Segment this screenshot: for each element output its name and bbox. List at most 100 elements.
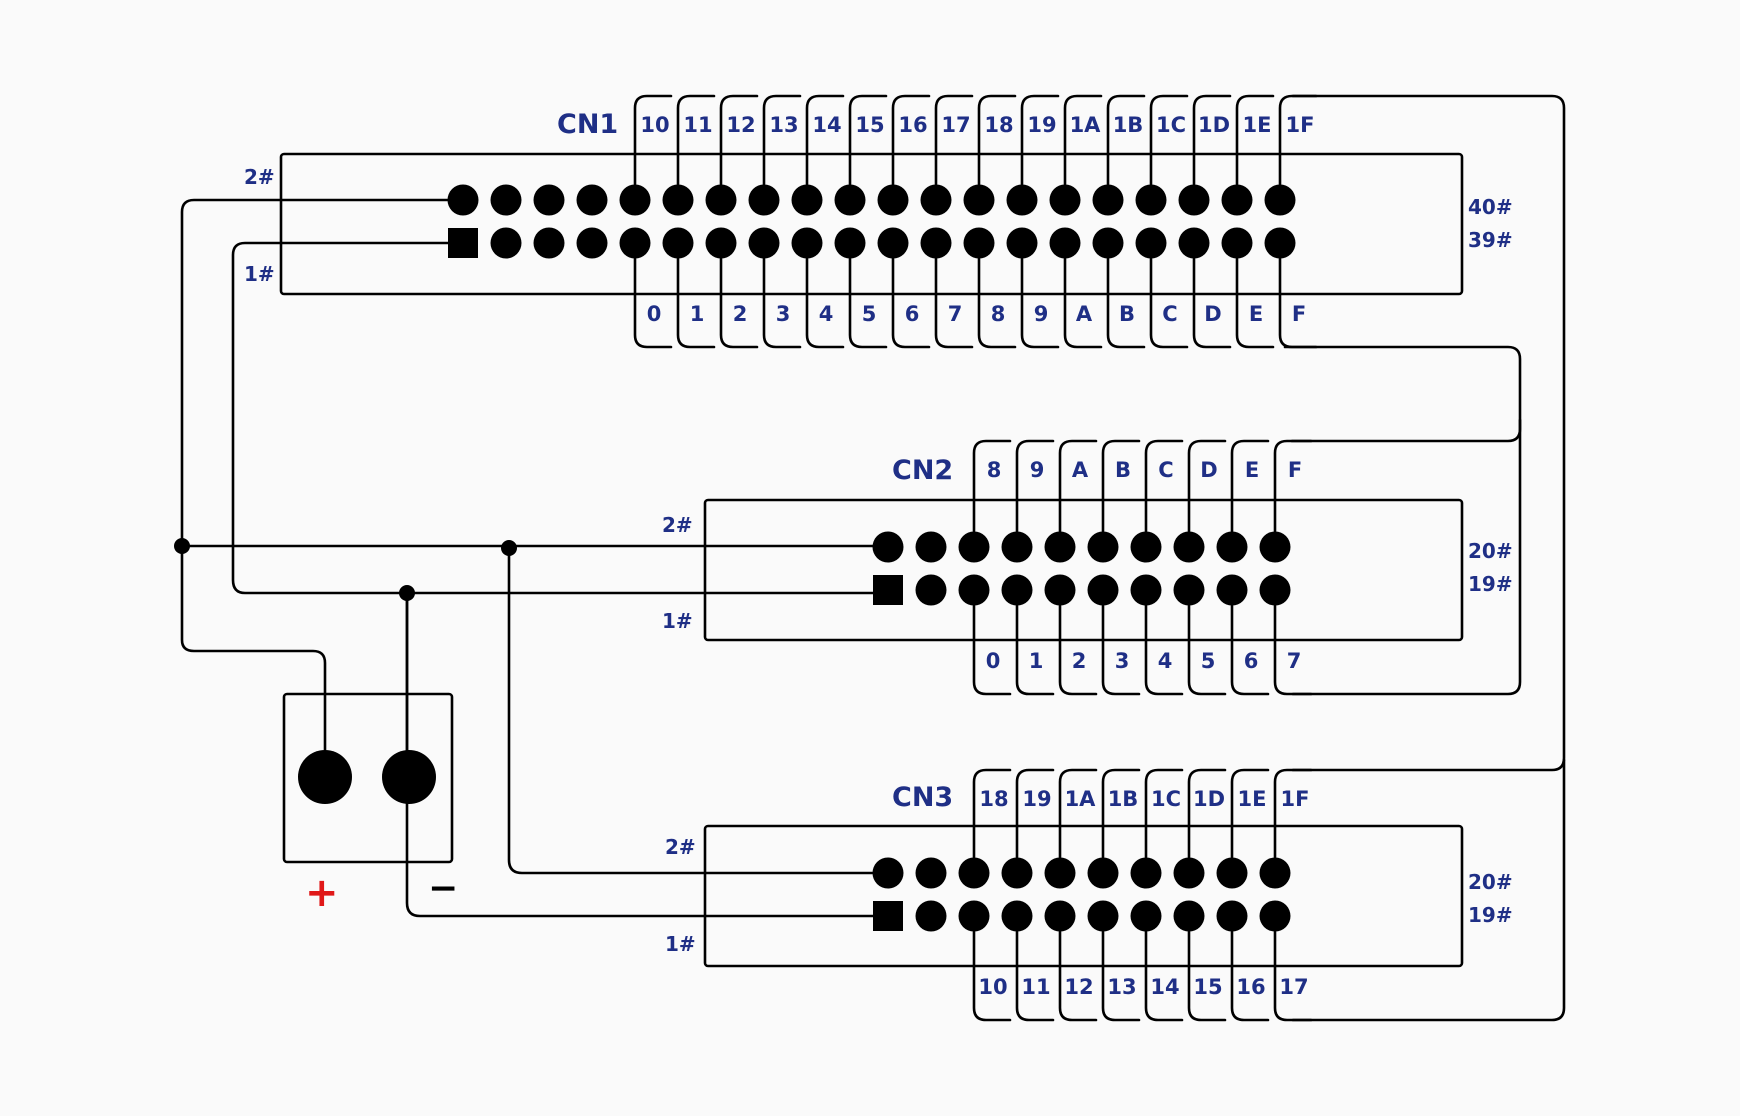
cn2-bottom-label: 2	[1072, 649, 1087, 673]
junction-dot	[501, 540, 517, 556]
wire-cn1-pin2	[180, 198, 465, 779]
cn2-pin20-label: 20#	[1468, 539, 1513, 563]
cn1-top-label: 19	[1027, 113, 1056, 137]
cn2-top-label: C	[1158, 458, 1173, 482]
cn1-top-wire-15	[848, 94, 888, 202]
cn1-top-label: 1F	[1286, 113, 1315, 137]
cn2-bottom-label: 3	[1115, 649, 1130, 673]
cn2-bottom-wire-4	[1144, 588, 1184, 696]
cn3-bottom-label: 11	[1021, 975, 1050, 999]
cn1-bottom-wire-6	[891, 241, 931, 349]
cn3-bottom-label: 13	[1107, 975, 1136, 999]
cn3-top-label: 1E	[1238, 787, 1267, 811]
cn1-top-wire-10	[633, 94, 673, 202]
loop-wires	[1283, 94, 1566, 1022]
cn1-bottom-wire-F	[1278, 241, 1318, 349]
cn1-top-wire-18	[977, 94, 1017, 202]
cn1-top-wire-16	[891, 94, 931, 202]
cn2-pin1-square	[873, 575, 903, 605]
cn1-bottom-wire-3	[762, 241, 802, 349]
cn1-top-wire-13	[762, 94, 802, 202]
cn1-body	[279, 152, 1464, 296]
cn2-bottom-wire-3	[1101, 588, 1141, 696]
cn1-bottom-wire-4	[805, 241, 845, 349]
cn1-top-wire-1D	[1192, 94, 1232, 202]
cn3-bottom-wire-16	[1230, 914, 1270, 1022]
cn1-top-label: 11	[683, 113, 712, 137]
cn1-top-label: 16	[898, 113, 927, 137]
power-wires	[180, 198, 890, 918]
cn1-top-wire-12	[719, 94, 759, 202]
cn3-pin-bottom-1	[915, 900, 947, 932]
cn3-top-label: 1F	[1281, 787, 1310, 811]
cn1-top-label: 17	[941, 113, 970, 137]
wire-cn3-bottom-loop	[1291, 758, 1566, 1022]
cn1-top-wire-1F	[1278, 94, 1318, 202]
cn1-top-label: 1C	[1156, 113, 1186, 137]
cn3-title: CN3	[892, 782, 953, 813]
cn1-bottom-wire-E	[1235, 241, 1275, 349]
cn3-bottom-wire-17	[1273, 914, 1313, 1022]
cn1-top-label: 12	[726, 113, 755, 137]
cn1-bottom-label: B	[1119, 302, 1135, 326]
cn3-bottom-wire-12	[1058, 914, 1098, 1022]
cn1-pin-top-1	[490, 184, 522, 216]
cn3-top-wire-1D	[1187, 768, 1227, 875]
wire-cn1-f-to-cn2	[1283, 345, 1522, 443]
cn1-bottom-label: A	[1076, 302, 1093, 326]
cn1-top-label: 18	[984, 113, 1013, 137]
cn2-bottom-label: 5	[1201, 649, 1216, 673]
cn1-top-label: 14	[812, 113, 841, 137]
cn3-top-wire-19	[1015, 768, 1055, 875]
cn2-bottom-label: 0	[986, 649, 1001, 673]
cn1-top-label: 15	[855, 113, 884, 137]
cn1-bottom-label: 5	[862, 302, 877, 326]
cn1-top-wire-19	[1020, 94, 1060, 202]
cn2-top-label: B	[1115, 458, 1131, 482]
cn1-title: CN1	[557, 109, 618, 140]
cn2-title: CN2	[892, 455, 953, 486]
cn3-top-wire-1A	[1058, 768, 1098, 875]
cn1-top-label: 1E	[1243, 113, 1272, 137]
cn1-bottom-label: C	[1162, 302, 1177, 326]
cn2-top-wire-8	[972, 439, 1012, 549]
cn3-bottom-label: 17	[1279, 975, 1308, 999]
cn1-bottom-label: 2	[733, 302, 748, 326]
cn3-pin1-label: 1#	[665, 932, 696, 956]
cn3-bottom-wire-15	[1187, 914, 1227, 1022]
cn2-top-label: 8	[987, 458, 1002, 482]
cn2-bottom-wire-1	[1015, 588, 1055, 696]
cn1-top-wire-1C	[1149, 94, 1189, 202]
cn2-top-wire-F	[1273, 439, 1313, 549]
cn2-bottom-label: 7	[1287, 649, 1302, 673]
cn3-bottom-wire-10	[972, 914, 1012, 1022]
power-supply	[282, 591, 454, 864]
cn3-top-label: 1A	[1065, 787, 1097, 811]
cn1-pin-top-0	[447, 184, 479, 216]
cn3-pin-top-1	[915, 857, 947, 889]
cn3-bottom-label: 10	[978, 975, 1007, 999]
cn2-bottom-wire-6	[1230, 588, 1270, 696]
cn3-top-label: 1D	[1193, 787, 1225, 811]
cn3-top-wire-1F	[1273, 768, 1313, 875]
cn2-bottom-wire-2	[1058, 588, 1098, 696]
cn2-top-label: D	[1200, 458, 1217, 482]
cn1-top-wire-17	[934, 94, 974, 202]
cn3-bottom-label: 14	[1150, 975, 1179, 999]
cn2-pin2-label: 2#	[662, 513, 693, 537]
cn3-top-wire-1E	[1230, 768, 1270, 875]
cn1-bottom-wire-B	[1106, 241, 1146, 349]
cn2-bottom-label: 1	[1029, 649, 1044, 673]
cn3-top-label: 1C	[1151, 787, 1181, 811]
cn3-pin20-label: 20#	[1468, 870, 1513, 894]
cn3-top-label: 1B	[1108, 787, 1139, 811]
cn1-bottom-label: F	[1292, 302, 1306, 326]
cn2-top-wire-E	[1230, 439, 1270, 549]
cn1-top-wire-1A	[1063, 94, 1103, 202]
cn1-bottom-wire-9	[1020, 241, 1060, 349]
cn1-top-label: 1D	[1198, 113, 1230, 137]
